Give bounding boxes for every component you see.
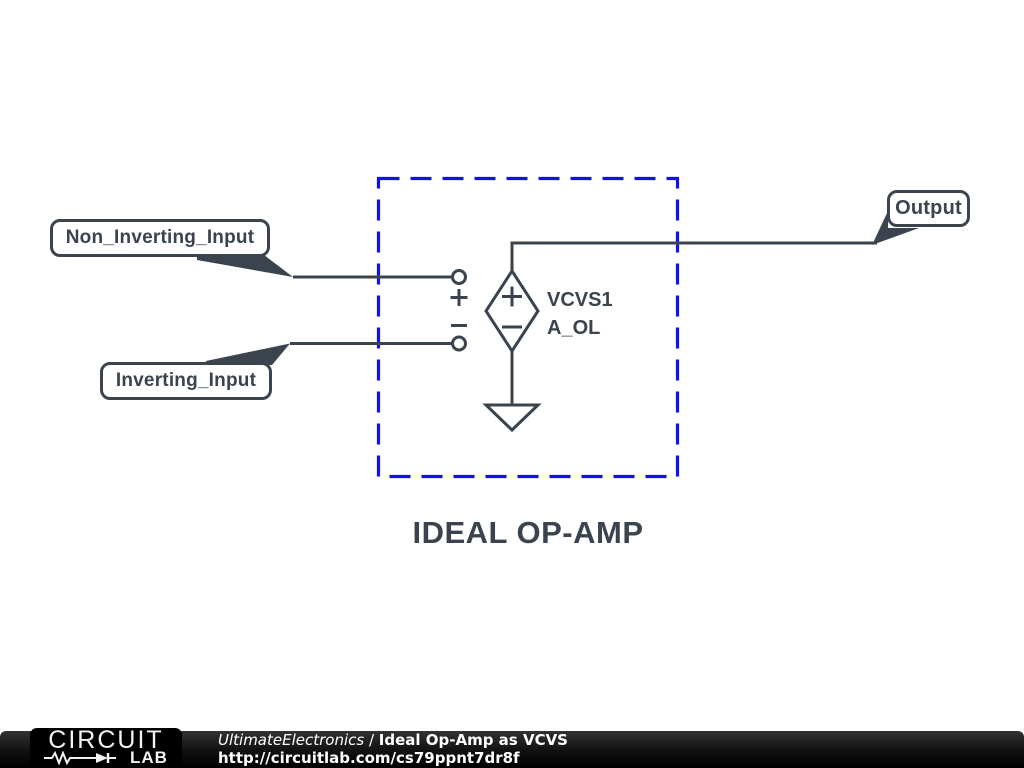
net-flag-output-icon bbox=[872, 211, 919, 245]
net-label-output: Output bbox=[887, 190, 970, 227]
footer-separator: / bbox=[364, 731, 379, 749]
footer-author: UltimateElectronics bbox=[218, 731, 365, 749]
circuitlab-logo-lab-text: LAB bbox=[130, 748, 168, 767]
plus-sign-input-icon bbox=[450, 289, 468, 306]
circuitlab-logo: CIRCUIT LAB bbox=[30, 728, 182, 768]
footer-text: UltimateElectronics / Ideal Op-Amp as VC… bbox=[218, 731, 568, 767]
terminal-non-inverting-icon bbox=[451, 269, 467, 285]
circuitlab-logo-bottom: LAB bbox=[44, 748, 168, 767]
net-label-inverting-text: Inverting_Input bbox=[115, 370, 257, 391]
net-label-output-text: Output bbox=[895, 197, 962, 219]
vcvs-value-label: A_OL bbox=[547, 317, 600, 339]
net-flag-inverting-icon bbox=[206, 343, 290, 365]
resistor-diode-icon bbox=[44, 750, 117, 765]
footer-breadcrumb: UltimateElectronics / Ideal Op-Amp as VC… bbox=[218, 731, 568, 749]
vcvs-diamond-icon bbox=[484, 268, 540, 354]
vcvs-name-label: VCVS1 bbox=[547, 289, 613, 311]
net-label-inverting-input: Inverting_Input bbox=[100, 362, 272, 400]
net-flag-non-inverting-icon bbox=[197, 255, 293, 277]
terminal-inverting-icon bbox=[451, 335, 467, 352]
dashed-selection-box-icon bbox=[376, 176, 680, 479]
net-label-non-inverting-text: Non_Inverting_Input bbox=[65, 227, 255, 248]
ground-icon bbox=[482, 403, 542, 433]
footer-circuit-title: Ideal Op-Amp as VCVS bbox=[378, 731, 568, 749]
circuitlab-logo-wordmark: CIRCUIT bbox=[48, 726, 164, 754]
footer-url-link[interactable]: http://circuitlab.com/cs79ppnt7dr8f bbox=[218, 749, 520, 767]
schematic-caption: IDEAL OP-AMP bbox=[412, 515, 644, 550]
net-label-non-inverting-input: Non_Inverting_Input bbox=[50, 219, 270, 257]
wire-output bbox=[510, 241, 877, 271]
plus-sign-vcvs-icon bbox=[502, 286, 522, 307]
